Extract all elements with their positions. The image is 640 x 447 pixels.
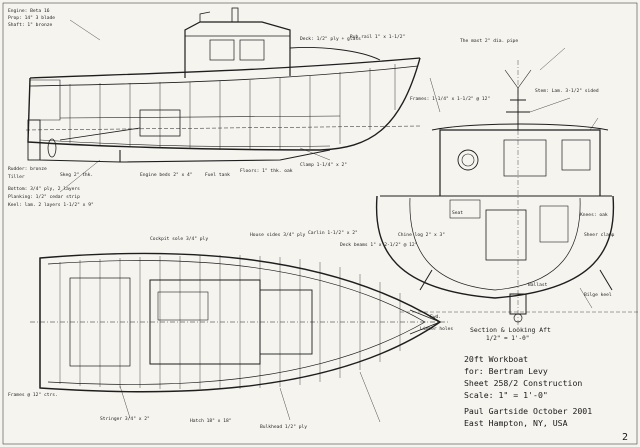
note-bottom: Bottom: 3/4" ply, 2 layers	[8, 186, 80, 192]
note-house: House sides 3/4" ply	[250, 232, 306, 238]
note-chine: Chine log 2" x 3"	[398, 232, 445, 238]
section-scale: 1/2" = 1'-0"	[486, 335, 529, 342]
note-planking: Planking: 1/2" cedar strip	[8, 194, 80, 200]
note-engine-shaft: Shaft: 1" bronze	[8, 22, 52, 28]
note-deck: Deck: 1/2" ply + glass	[300, 36, 361, 42]
note-tiller: Tiller	[8, 174, 25, 180]
location-line: East Hampton, NY, USA	[464, 418, 568, 428]
note-sheer: Sheer clamp	[584, 232, 615, 238]
note-keel: Keel: lam. 2 layers 1-1/2" x 9"	[8, 202, 94, 208]
sheet-line: Sheet 258/2 Construction	[464, 378, 582, 388]
note-knees: Knees: oak	[580, 212, 608, 218]
note-mast: The mast 2" dia. pipe	[460, 38, 518, 44]
note-stringer: Stringer 3/4" x 2"	[100, 416, 150, 422]
notes: Engine: Beta 16 Prop: 14" 3 blade Shaft:…	[8, 8, 615, 430]
note-carlin: Carlin 1-1/2" x 2"	[308, 230, 358, 236]
note-skeg: Skeg 2" thk.	[60, 172, 93, 178]
note-hatch: Hatch 18" x 18"	[190, 418, 232, 424]
note-rubrail: Rub rail 1" x 1-1/2"	[350, 34, 405, 40]
profile-view	[25, 7, 421, 163]
boat-name: 20ft Workboat	[464, 354, 528, 364]
note-engine: Engine: Beta 16	[8, 8, 50, 14]
note-rudder: Rudder: bronze	[8, 166, 47, 172]
note-beam: Deck beams 1" x 2-1/2" @ 12"	[340, 242, 417, 248]
client-line: for: Bertram Levy	[464, 366, 548, 376]
scale-line: Scale: 1" = 1'-0"	[464, 390, 548, 400]
note-engine-prop: Prop: 14" 3 blade	[8, 15, 55, 21]
note-bilge-keel: Bilge keel	[584, 292, 612, 298]
section-view	[375, 60, 640, 330]
sheet-number: 2	[622, 432, 628, 443]
note-seat: Seat	[452, 210, 463, 216]
note-bulkhead: Bulkhead 1/2" ply	[260, 424, 307, 430]
section-caption: Section & Looking Aft	[470, 326, 551, 334]
plan-view	[30, 252, 450, 393]
note-floors: Floors: 1" thk. oak	[240, 168, 293, 174]
note-stem: Stem: Lam. 3-1/2" sided	[535, 88, 599, 94]
note-limber: Limber holes	[420, 326, 453, 332]
note-fwd: Fwd.	[430, 314, 441, 320]
note-tank: Fuel tank	[205, 172, 230, 178]
designer-line: Paul Gartside October 2001	[464, 406, 592, 416]
note-ballast: Ballast	[528, 282, 548, 288]
note-frames: Frames: 1-1/4" x 1-1/2" @ 12"	[410, 96, 490, 102]
title-block: Section & Looking Aft 1/2" = 1'-0" 20ft …	[464, 326, 628, 443]
note-cockpit: Cockpit sole 3/4" ply	[150, 236, 208, 242]
note-engine-beds: Engine beds 2" x 4"	[140, 172, 193, 178]
annotation-leaders	[59, 19, 599, 423]
note-clamp: Clamp 1-1/4" x 2"	[300, 162, 347, 168]
note-frame-spacing: Frames @ 12" ctrs.	[8, 392, 58, 398]
